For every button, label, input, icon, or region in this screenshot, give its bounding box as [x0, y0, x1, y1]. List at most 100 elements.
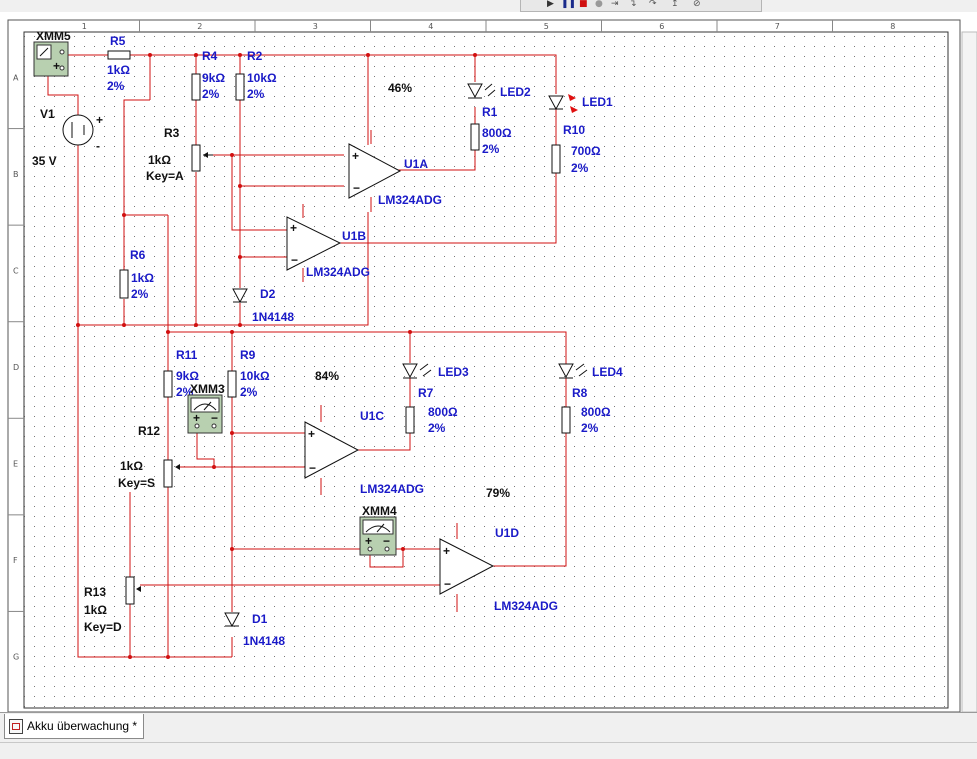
- r7-value: 800Ω: [428, 405, 458, 419]
- u1a-name: U1A: [404, 157, 428, 171]
- resistor-r2[interactable]: [235, 73, 245, 101]
- r12-key: Key=S: [118, 476, 155, 490]
- drawing-area[interactable]: [23, 31, 949, 709]
- potentiometer-r13[interactable]: [125, 576, 141, 605]
- svg-text:+: +: [443, 544, 450, 558]
- play-icon[interactable]: ▶: [547, 0, 554, 9]
- led4-label: LED4: [592, 365, 623, 379]
- potentiometer-r12[interactable]: [163, 459, 180, 488]
- resistor-r9[interactable]: [227, 370, 237, 398]
- r6-value: 1kΩ: [131, 271, 154, 285]
- ruler-row-label: E: [13, 460, 18, 469]
- led4[interactable]: [558, 363, 588, 379]
- ruler-column-label: 4: [428, 22, 433, 31]
- svg-text:+: +: [352, 149, 359, 163]
- tab-akku-ueberwachung[interactable]: Akku überwachung *: [4, 714, 145, 739]
- r1-name: R1: [482, 105, 498, 119]
- svg-text:−: −: [383, 534, 390, 548]
- ruler-row-label: D: [13, 363, 19, 372]
- r13-value: 1kΩ: [84, 603, 107, 617]
- r13-percent: 79%: [486, 486, 510, 500]
- r8-value: 800Ω: [581, 405, 611, 419]
- ruler-column-label: 8: [890, 22, 895, 31]
- ruler-row-label: A: [13, 73, 19, 82]
- svg-text:+: +: [193, 411, 200, 425]
- led3[interactable]: [402, 363, 432, 379]
- voltage-source-v1[interactable]: + -: [62, 113, 103, 153]
- multimeter-xmm5[interactable]: +: [33, 41, 69, 77]
- potentiometer-r3[interactable]: [191, 144, 213, 172]
- r6-name: R6: [130, 248, 146, 262]
- probe-icon[interactable]: ●: [595, 0, 603, 9]
- pause-icon[interactable]: ❚❚: [561, 0, 577, 9]
- d1-part: 1N4148: [243, 634, 285, 648]
- u1c-part: LM324ADG: [360, 482, 424, 496]
- led1[interactable]: [548, 94, 578, 113]
- ruler-row-label: F: [13, 556, 18, 565]
- opamp-u1a[interactable]: + −: [348, 143, 402, 199]
- ruler-column-label: 2: [197, 22, 202, 31]
- r4-value: 9kΩ: [202, 71, 225, 85]
- r10-tolerance: 2%: [571, 161, 589, 175]
- ruler-row-label: C: [13, 266, 19, 275]
- ruler-column-label: 5: [544, 22, 549, 31]
- step-into-icon[interactable]: ↴: [629, 0, 637, 9]
- r10-value: 700Ω: [571, 144, 601, 158]
- d2-name: D2: [260, 287, 276, 301]
- svg-text:+: +: [96, 113, 103, 127]
- r9-tolerance: 2%: [240, 385, 258, 399]
- resistor-r11[interactable]: [163, 370, 173, 398]
- step-icon[interactable]: ⇥: [611, 0, 619, 9]
- r3-value: 1kΩ: [148, 153, 171, 167]
- breakpoint-icon[interactable]: ⊘: [693, 0, 701, 9]
- opamp-u1b[interactable]: + −: [286, 216, 342, 271]
- resistor-r4[interactable]: [191, 73, 201, 101]
- r8-name: R8: [572, 386, 588, 400]
- r10-name: R10: [563, 123, 585, 137]
- opamp-u1d[interactable]: + −: [439, 538, 495, 595]
- step-out-icon[interactable]: ↥: [671, 0, 679, 9]
- stop-icon[interactable]: ■: [579, 0, 588, 9]
- r1-value: 800Ω: [482, 126, 512, 140]
- resistor-r6[interactable]: [119, 269, 129, 299]
- step-over-icon[interactable]: ↷: [649, 0, 657, 9]
- r5-tolerance: 2%: [107, 79, 125, 93]
- r12-name: R12: [138, 424, 160, 438]
- svg-text:-: -: [96, 139, 100, 153]
- resistor-r10[interactable]: [551, 144, 561, 174]
- svg-text:+: +: [308, 427, 315, 441]
- r4-name: R4: [202, 49, 218, 63]
- resistor-r7[interactable]: [405, 406, 415, 434]
- multimeter-xmm4[interactable]: + −: [359, 516, 397, 556]
- svg-text:+: +: [290, 221, 297, 235]
- multimeter-xmm3[interactable]: + −: [187, 394, 223, 434]
- resistor-r1[interactable]: [470, 123, 480, 151]
- r9-name: R9: [240, 348, 256, 362]
- status-bar: [0, 742, 977, 759]
- r13-name: R13: [84, 585, 106, 599]
- svg-text:−: −: [444, 577, 451, 591]
- r5-value: 1kΩ: [107, 63, 130, 77]
- led1-label: LED1: [582, 95, 613, 109]
- resistor-r5[interactable]: [107, 50, 131, 60]
- r5-name: R5: [110, 34, 126, 48]
- u1a-part: LM324ADG: [378, 193, 442, 207]
- ruler-column-label: 3: [313, 22, 318, 31]
- r7-tolerance: 2%: [428, 421, 446, 435]
- diode-d2[interactable]: [232, 288, 248, 304]
- u1c-name: U1C: [360, 409, 384, 423]
- wires: [47, 54, 567, 658]
- ruler-column-label: 7: [775, 22, 780, 31]
- opamp-u1c[interactable]: + −: [304, 421, 360, 479]
- r3-name: R3: [164, 126, 180, 140]
- vertical-scrollbar[interactable]: [961, 31, 977, 712]
- diode-d1[interactable]: [224, 612, 240, 628]
- ruler-row-label: G: [13, 653, 19, 662]
- resistor-r8[interactable]: [561, 406, 571, 434]
- r7-name: R7: [418, 386, 434, 400]
- led2[interactable]: [467, 83, 496, 99]
- xmm4-label: XMM4: [362, 504, 397, 518]
